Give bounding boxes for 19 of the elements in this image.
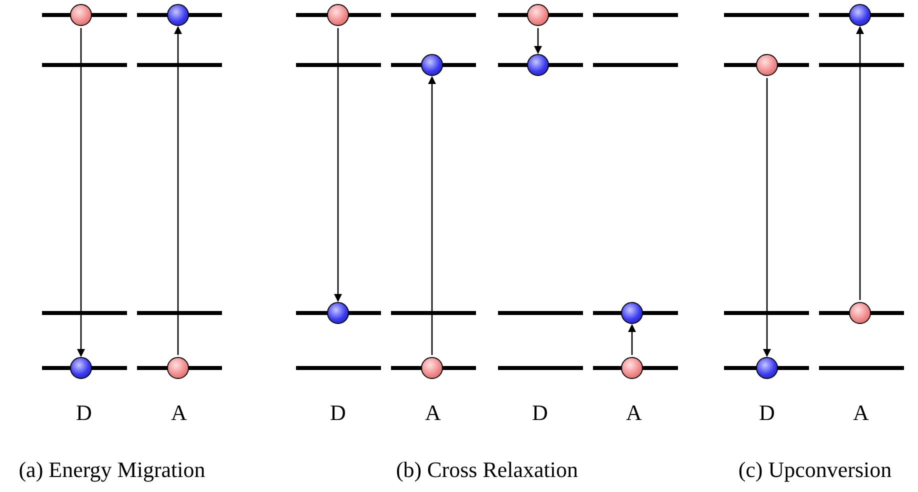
ion-label: A bbox=[626, 402, 642, 424]
ion-label: A bbox=[171, 402, 187, 424]
arrow bbox=[856, 26, 864, 300]
arrow bbox=[534, 28, 542, 54]
ion-label: D bbox=[76, 402, 92, 424]
panel-caption: (b) Cross Relaxation bbox=[396, 459, 578, 481]
arrow bbox=[77, 28, 85, 357]
arrow bbox=[334, 28, 342, 302]
ion-label: D bbox=[759, 402, 775, 424]
ion-label: A bbox=[853, 402, 869, 424]
panel-caption: (a) Energy Migration bbox=[18, 459, 206, 481]
arrow bbox=[428, 76, 436, 355]
arrow bbox=[174, 26, 182, 355]
ion-label: D bbox=[330, 402, 346, 424]
arrow bbox=[628, 324, 636, 355]
ion-label: A bbox=[425, 402, 441, 424]
panel-caption: (c) Upconversion bbox=[738, 459, 892, 481]
arrow bbox=[763, 78, 771, 357]
ion-label: D bbox=[532, 402, 548, 424]
